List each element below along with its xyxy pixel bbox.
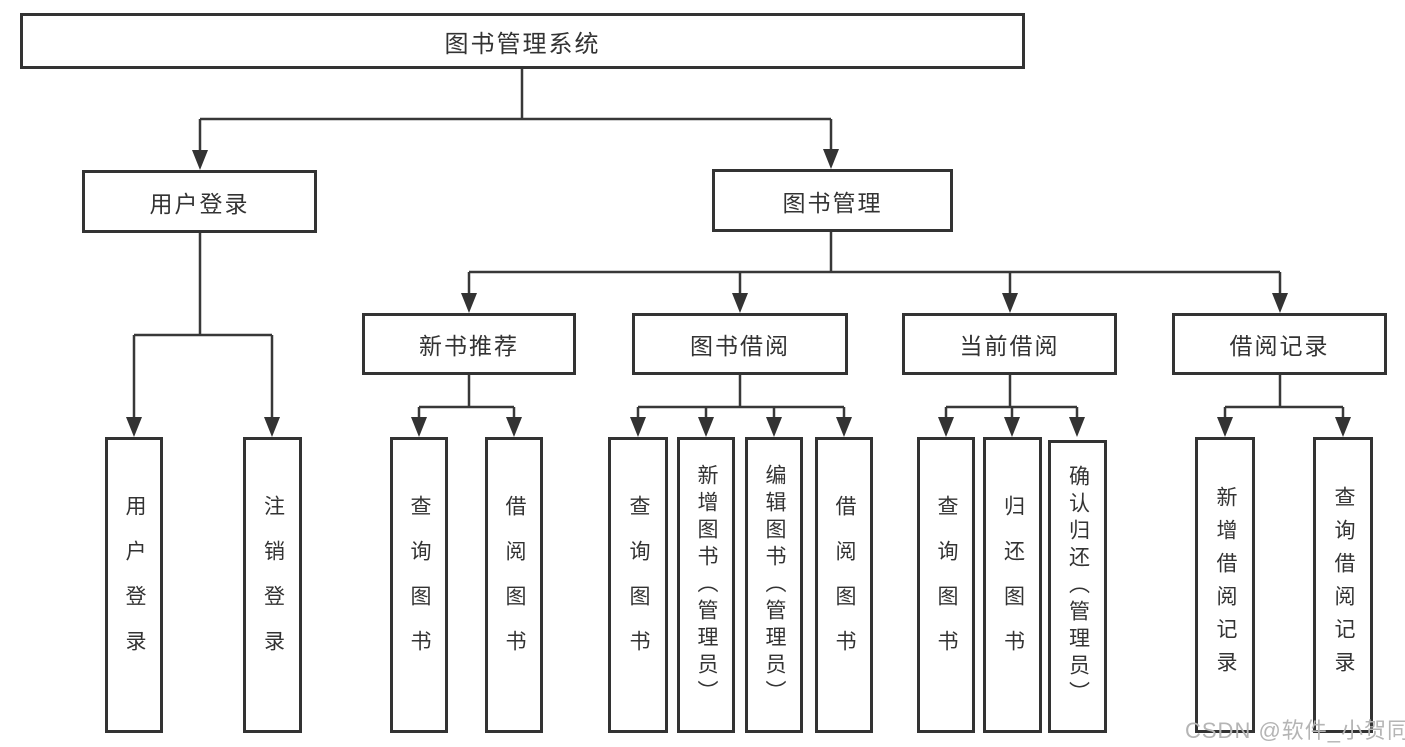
arrow-down-icon <box>411 417 427 437</box>
node-book-borrowing: 图书借阅 <box>632 313 848 375</box>
node-logout: 注销登录 <box>243 437 302 733</box>
arrow-down-icon <box>630 417 646 437</box>
arrow-down-icon <box>836 417 852 437</box>
arrow-down-icon <box>506 417 522 437</box>
arrow-down-icon <box>938 417 954 437</box>
arrow-down-icon <box>192 150 208 170</box>
node-edit-book-admin: 编辑图书（管理员） <box>745 437 803 733</box>
node-new-book-recommendation: 新书推荐 <box>362 313 576 375</box>
node-query-books-borrow: 查询图书 <box>608 437 668 733</box>
arrowheads <box>126 149 1351 437</box>
connector-stems <box>132 69 1345 419</box>
arrow-down-icon <box>698 417 714 437</box>
node-return-books: 归还图书 <box>983 437 1042 733</box>
node-library-management-system: 图书管理系统 <box>20 13 1025 69</box>
node-query-books-current: 查询图书 <box>917 437 975 733</box>
node-add-book-admin: 新增图书（管理员） <box>677 437 735 733</box>
node-current-borrowing: 当前借阅 <box>902 313 1117 375</box>
watermark: CSDN @软件_小贺同学 <box>1185 718 1405 743</box>
node-query-books-recommend: 查询图书 <box>390 437 448 733</box>
arrow-down-icon <box>823 149 839 169</box>
arrow-down-icon <box>1272 293 1288 313</box>
node-user-login-leaf: 用户登录 <box>105 437 163 733</box>
node-user-login: 用户登录 <box>82 170 317 233</box>
arrow-down-icon <box>1217 417 1233 437</box>
node-add-borrow-record: 新增借阅记录 <box>1195 437 1255 733</box>
node-borrow-books-recommend: 借阅图书 <box>485 437 543 733</box>
arrow-down-icon <box>126 417 142 437</box>
arrow-down-icon <box>766 417 782 437</box>
node-confirm-return-admin: 确认归还（管理员） <box>1048 440 1107 733</box>
node-query-borrow-record: 查询借阅记录 <box>1313 437 1373 733</box>
arrow-down-icon <box>732 293 748 313</box>
node-borrowing-records: 借阅记录 <box>1172 313 1387 375</box>
arrow-down-icon <box>264 417 280 437</box>
arrow-down-icon <box>1004 417 1020 437</box>
node-book-management: 图书管理 <box>712 169 953 232</box>
arrow-down-icon <box>1335 417 1351 437</box>
arrow-down-icon <box>1069 417 1085 437</box>
node-borrow-books-leaf: 借阅图书 <box>815 437 873 733</box>
arrow-down-icon <box>461 293 477 313</box>
arrow-down-icon <box>1002 293 1018 313</box>
